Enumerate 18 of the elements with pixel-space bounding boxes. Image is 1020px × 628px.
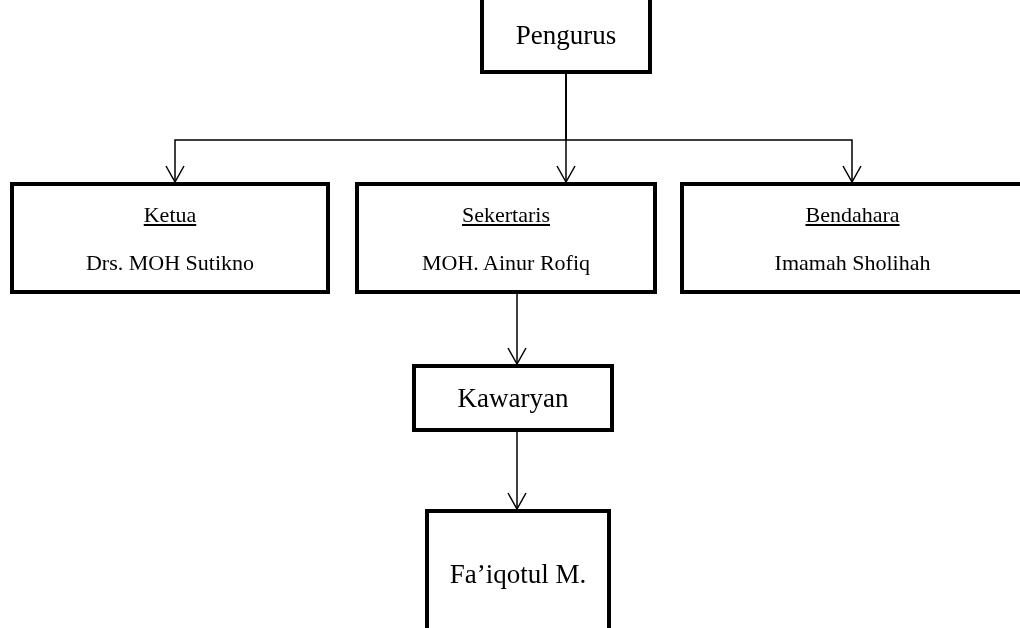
- person-name: MOH. Ainur Rofiq: [421, 250, 591, 276]
- org-box: [10, 182, 330, 294]
- arrow: [507, 293, 527, 365]
- role-heading: Ketua: [143, 202, 197, 228]
- box-label: Kawaryan: [457, 382, 569, 414]
- person-name: Imamah Sholihah: [774, 250, 931, 276]
- org-box: [680, 182, 1020, 294]
- org-box: [425, 509, 611, 628]
- org-box: [412, 364, 614, 432]
- role-heading: Bendahara: [805, 202, 900, 228]
- person-name: Drs. MOH Sutikno: [85, 250, 255, 276]
- box-label: Fa’iqotul M.: [449, 558, 587, 590]
- role-heading: Sekertaris: [462, 202, 550, 228]
- arrow: [507, 431, 527, 510]
- org-box: [480, 0, 652, 74]
- org-box: [355, 182, 657, 294]
- box-label: Pengurus: [515, 19, 617, 51]
- arrow: [565, 73, 862, 183]
